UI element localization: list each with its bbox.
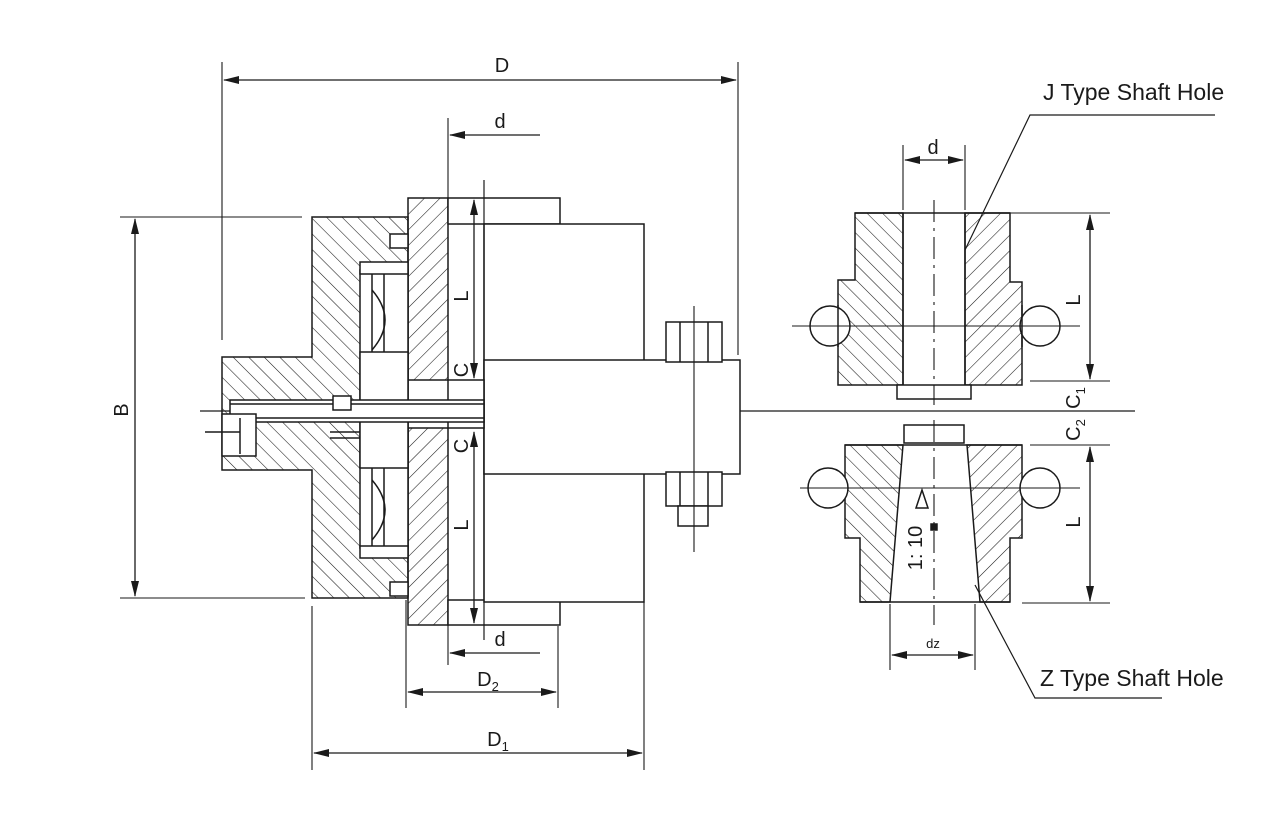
label-L-lower: L	[451, 519, 473, 530]
hub-sleeve-upper	[447, 197, 561, 225]
hub-sleeve-lower	[447, 599, 561, 626]
shaft-hole-details	[792, 114, 1215, 699]
label-dz: dz	[926, 636, 940, 651]
j-type-body-right	[964, 212, 1023, 386]
pin-head-bottom	[389, 581, 409, 597]
z-type-body-right	[966, 444, 1023, 603]
label-C1: C1	[1063, 387, 1088, 409]
shaft	[483, 359, 741, 475]
inner-flange-lower	[407, 427, 449, 626]
label-taper: 1: 10	[905, 526, 927, 570]
label-d-bottom: d	[494, 629, 505, 651]
bolt-head-left	[221, 413, 257, 457]
label-D1: D1	[487, 729, 509, 754]
label-B: B	[111, 403, 133, 416]
bolt-tail	[677, 505, 709, 527]
inner-flange-upper	[407, 197, 449, 381]
j-type-leader	[964, 114, 1215, 251]
label-C-upper: C	[451, 363, 473, 377]
label-D: D	[495, 55, 509, 77]
callout-z-type: Z Type Shaft Hole	[1040, 665, 1224, 691]
label-L-right-lower: L	[1063, 516, 1085, 527]
taper-mark	[930, 523, 938, 531]
pin-cap-top	[359, 261, 409, 275]
label-L-upper: L	[451, 290, 473, 301]
coupling-assembly	[120, 62, 1135, 770]
taper-arrow	[914, 487, 930, 509]
pin-head-top	[389, 233, 409, 249]
callout-j-type: J Type Shaft Hole	[1043, 79, 1224, 105]
labels: D d B L C C L d D2 D1 d L C1 C2 L 1: 10 …	[111, 55, 1224, 754]
label-d-top: d	[494, 111, 505, 133]
bolt-nut	[332, 395, 352, 411]
j-type-body-left	[837, 212, 904, 386]
label-L-right-upper: L	[1063, 294, 1085, 305]
pin-cap-bottom	[359, 545, 409, 559]
label-C-lower: C	[451, 439, 473, 453]
label-C2: C2	[1063, 419, 1088, 441]
label-D2: D2	[477, 669, 499, 694]
z-type-body-left	[844, 444, 904, 603]
label-d-right: d	[927, 137, 938, 159]
z-type-leader	[974, 584, 1162, 699]
